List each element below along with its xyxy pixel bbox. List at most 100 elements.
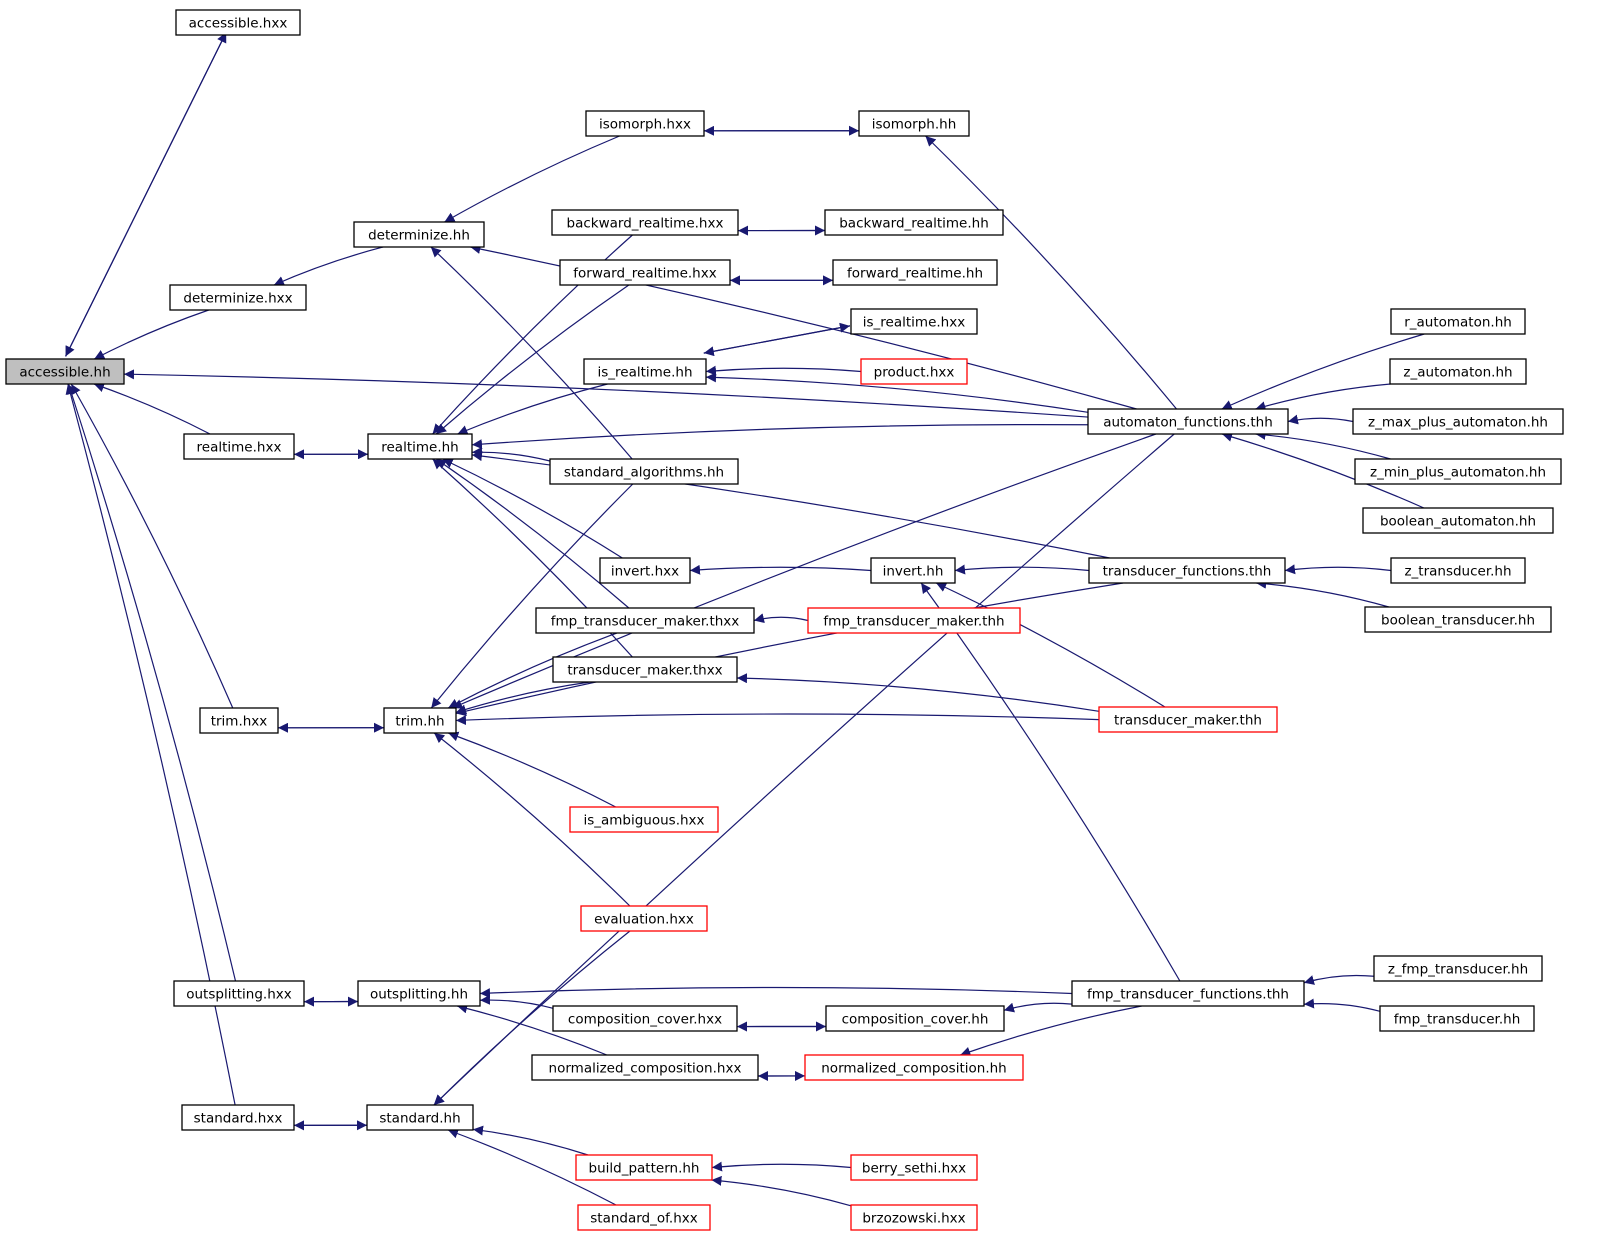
node-boolean-transducer-hh[interactable]: boolean_transducer.hh <box>1364 606 1552 633</box>
node-label: backward_realtime.hxx <box>567 216 724 232</box>
node-boolean-automaton-hh[interactable]: boolean_automaton.hh <box>1362 507 1554 534</box>
node-automaton-functions-thh[interactable]: automaton_functions.thh <box>1087 408 1289 435</box>
edge-standard_algorithms_hh-to-determinize_hh <box>430 246 633 460</box>
edge-fmp_transducer_maker_thxx-to-realtime_hh <box>435 458 630 609</box>
node-box <box>850 308 978 335</box>
node-label: fmp_transducer_functions.thh <box>1087 987 1289 1003</box>
node-standard-of-hxx[interactable]: standard_of.hxx <box>577 1204 711 1231</box>
node-determinize-hxx[interactable]: determinize.hxx <box>169 284 307 311</box>
node-standard-algorithms-hh[interactable]: standard_algorithms.hh <box>549 458 739 485</box>
node-invert-hxx[interactable]: invert.hxx <box>599 557 691 584</box>
node-box <box>585 110 705 137</box>
node-label: composition_cover.hxx <box>568 1012 722 1028</box>
node-label: forward_realtime.hxx <box>573 266 716 282</box>
node-evaluation-hxx[interactable]: evaluation.hxx <box>580 905 708 932</box>
node-label: accessible.hxx <box>189 16 288 32</box>
node-box <box>183 433 295 460</box>
node-label: invert.hh <box>883 564 944 580</box>
node-box <box>1373 955 1543 982</box>
node-box <box>531 1054 759 1081</box>
node-realtime-hxx[interactable]: realtime.hxx <box>183 433 295 460</box>
node-label: transducer_functions.thh <box>1103 564 1272 580</box>
node-is-realtime-hh[interactable]: is_realtime.hh <box>583 358 707 385</box>
node-box <box>599 557 691 584</box>
node-label: outsplitting.hh <box>370 987 468 1003</box>
node-trim-hxx[interactable]: trim.hxx <box>199 707 279 734</box>
node-box <box>1352 408 1564 435</box>
node-transducer-maker-thxx[interactable]: transducer_maker.thxx <box>552 656 738 683</box>
node-normalized-composition-hh[interactable]: normalized_composition.hh <box>804 1054 1024 1081</box>
node-box <box>824 209 1004 236</box>
node-backward-realtime-hxx[interactable]: backward_realtime.hxx <box>551 209 739 236</box>
node-accessible-hxx[interactable]: accessible.hxx <box>175 9 301 36</box>
node-invert-hh[interactable]: invert.hh <box>870 557 956 584</box>
node-box <box>1379 1005 1535 1032</box>
edge-transducer_maker_thxx-to-trim_hh <box>455 681 590 715</box>
edge-z_automaton_hh-to-automaton_functions_thh <box>1255 383 1391 412</box>
node-standard-hxx[interactable]: standard.hxx <box>181 1104 295 1131</box>
node-fmp-transducer-functions-thh[interactable]: fmp_transducer_functions.thh <box>1071 980 1305 1007</box>
node-fmp-transducer-maker-thh[interactable]: fmp_transducer_maker.thh <box>807 607 1021 634</box>
node-is-ambiguous-hxx[interactable]: is_ambiguous.hxx <box>569 806 719 833</box>
node-brzozowski-hxx[interactable]: brzozowski.hxx <box>850 1204 978 1231</box>
node-build-pattern-hh[interactable]: build_pattern.hh <box>575 1154 713 1181</box>
node-is-realtime-hxx[interactable]: is_realtime.hxx <box>850 308 978 335</box>
node-normalized-composition-hxx[interactable]: normalized_composition.hxx <box>531 1054 759 1081</box>
node-berry-sethi-hxx[interactable]: berry_sethi.hxx <box>850 1154 978 1181</box>
node-fmp-transducer-hh[interactable]: fmp_transducer.hh <box>1379 1005 1535 1032</box>
node-box <box>1390 308 1526 335</box>
node-label: forward_realtime.hh <box>847 266 983 282</box>
node-z-min-plus-automaton-hh[interactable]: z_min_plus_automaton.hh <box>1354 458 1562 485</box>
node-box <box>5 358 125 385</box>
node-realtime-hh[interactable]: realtime.hh <box>367 433 473 460</box>
node-box <box>1390 557 1526 584</box>
node-label: boolean_transducer.hh <box>1381 613 1535 629</box>
node-box <box>181 1104 295 1131</box>
node-isomorph-hxx[interactable]: isomorph.hxx <box>585 110 705 137</box>
edge-standard_algorithms_hh-to-trim_hh <box>430 483 634 709</box>
edge-z_transducer_hh-to-transducer_functions_thh <box>1284 564 1392 575</box>
node-box <box>559 259 731 286</box>
edge-composition_cover_hxx-to-outsplitting_hh <box>479 994 554 1009</box>
node-forward-realtime-hxx[interactable]: forward_realtime.hxx <box>559 259 731 286</box>
node-label: realtime.hxx <box>197 440 282 456</box>
node-determinize-hh[interactable]: determinize.hh <box>353 221 485 248</box>
node-composition-cover-hxx[interactable]: composition_cover.hxx <box>552 1005 738 1032</box>
node-fmp-transducer-maker-thxx[interactable]: fmp_transducer_maker.thxx <box>535 607 755 634</box>
node-z-fmp-transducer-hh[interactable]: z_fmp_transducer.hh <box>1373 955 1543 982</box>
node-product-hxx[interactable]: product.hxx <box>860 358 968 385</box>
node-backward-realtime-hh[interactable]: backward_realtime.hh <box>824 209 1004 236</box>
node-box <box>551 209 739 236</box>
node-label: boolean_automaton.hh <box>1380 514 1536 530</box>
node-trim-hh[interactable]: trim.hh <box>383 707 457 734</box>
node-forward-realtime-hh[interactable]: forward_realtime.hh <box>832 259 998 286</box>
node-label: accessible.hh <box>19 365 110 381</box>
edge-invert_hxx-to-realtime_hh <box>442 458 623 559</box>
node-box <box>858 110 970 137</box>
node-standard-hh[interactable]: standard.hh <box>366 1104 474 1131</box>
edge-transducer_maker_thh-to-invert_hh <box>935 582 1166 708</box>
node-outsplitting-hxx[interactable]: outsplitting.hxx <box>173 980 305 1007</box>
edge-automaton_functions_thh-to-trim_hh <box>451 433 1157 709</box>
node-label: z_max_plus_automaton.hh <box>1368 415 1548 431</box>
node-r-automaton-hh[interactable]: r_automaton.hh <box>1390 308 1526 335</box>
edge-backward_realtime_hxx-to-realtime_hh <box>432 234 633 435</box>
edge-automaton_functions_thh-to-is_realtime_hh <box>705 372 1089 413</box>
node-transducer-functions-thh[interactable]: transducer_functions.thh <box>1088 557 1286 584</box>
node-z-max-plus-automaton-hh[interactable]: z_max_plus_automaton.hh <box>1352 408 1564 435</box>
node-label: is_realtime.hh <box>597 365 692 381</box>
node-composition-cover-hh[interactable]: composition_cover.hh <box>825 1005 1005 1032</box>
node-label: transducer_maker.thh <box>1114 713 1262 729</box>
edge-outsplitting_hxx-to-accessible_hh <box>66 383 237 982</box>
node-label: outsplitting.hxx <box>186 987 292 1003</box>
node-z-automaton-hh[interactable]: z_automaton.hh <box>1389 358 1527 385</box>
node-label: is_ambiguous.hxx <box>583 813 704 829</box>
node-box <box>577 1204 711 1231</box>
node-box <box>552 1005 738 1032</box>
node-transducer-maker-thh[interactable]: transducer_maker.thh <box>1098 706 1278 733</box>
node-outsplitting-hh[interactable]: outsplitting.hh <box>357 980 481 1007</box>
node-isomorph-hh[interactable]: isomorph.hh <box>858 110 970 137</box>
node-box <box>825 1005 1005 1032</box>
node-label: build_pattern.hh <box>589 1161 700 1177</box>
node-z-transducer-hh[interactable]: z_transducer.hh <box>1390 557 1526 584</box>
